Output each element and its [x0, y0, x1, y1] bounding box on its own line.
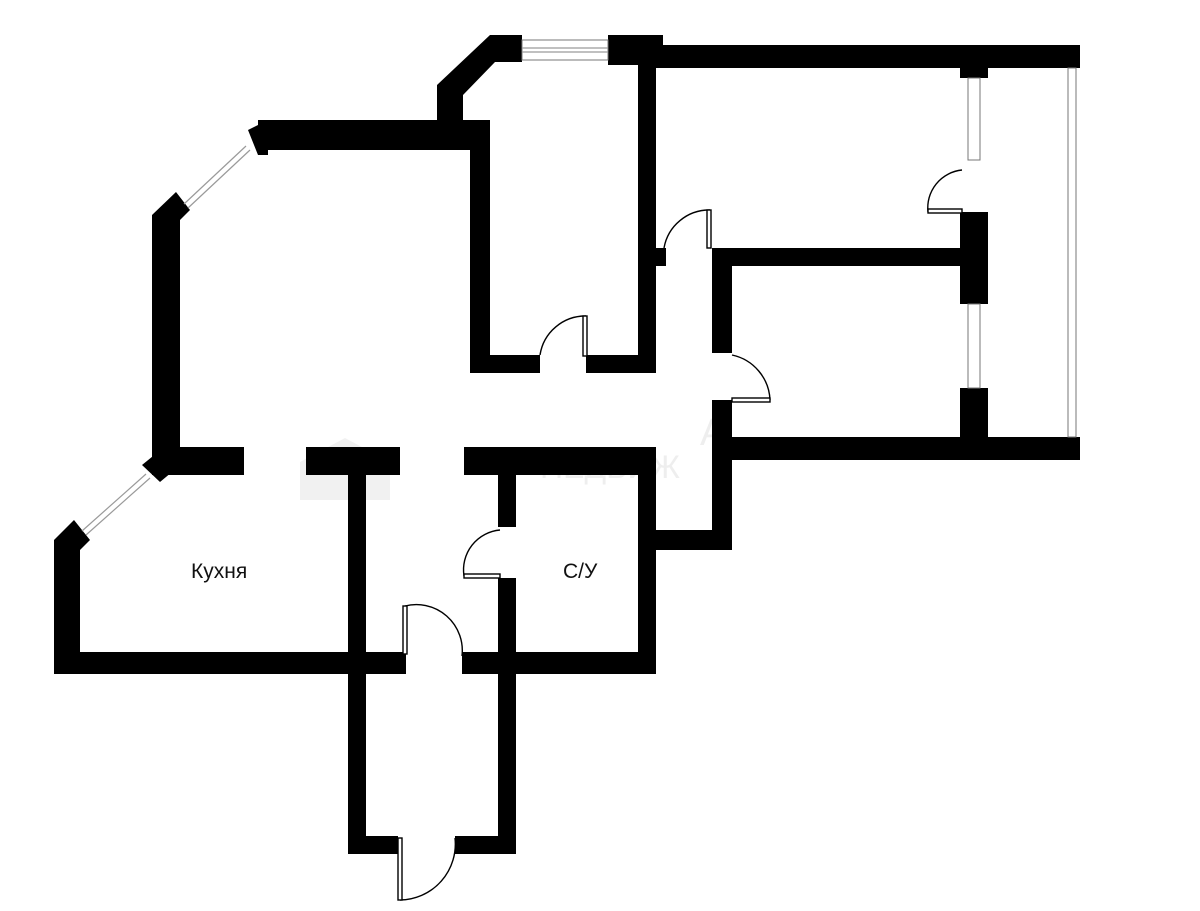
- wall-corridor-bottom-right: [455, 836, 516, 854]
- wall-closet-bottom-left: [470, 355, 540, 373]
- window-right-lower: [967, 303, 981, 389]
- wall-notch-bottom: [656, 530, 732, 550]
- wall-corner-left-upper: [152, 192, 190, 460]
- wall-partition-left-stub: [656, 248, 666, 266]
- wall-corner-kitchen: [54, 520, 90, 655]
- door-closet: [539, 315, 587, 356]
- wall-bath-left-bottom: [498, 578, 516, 658]
- wall-left-room-bottom-d: [512, 447, 656, 475]
- door-room-upper: [663, 209, 711, 249]
- wall-right-pillar-bottom: [960, 388, 988, 440]
- window-balcony: [1067, 67, 1077, 438]
- wall-vertical-hall-right-bottom: [712, 400, 732, 550]
- door-entrance: [399, 837, 457, 901]
- wall-left-room-bottom-c: [464, 447, 512, 475]
- door-bathroom: [462, 529, 501, 577]
- room-label-kitchen: Кухня: [191, 560, 247, 583]
- windows: [81, 39, 1077, 536]
- wall-closet-right: [638, 55, 656, 373]
- window-top: [521, 39, 609, 61]
- wall-corner-left-mid: [142, 452, 172, 482]
- walls: [54, 35, 1080, 854]
- wall-mid-vertical-left: [470, 120, 490, 370]
- door-corridor: [404, 603, 464, 657]
- wall-right-pillar-top: [960, 68, 988, 78]
- doors: [397, 169, 963, 901]
- wall-kitchen-right: [348, 475, 366, 652]
- window-angled-upper: [187, 149, 251, 209]
- wall-bath-right: [638, 475, 656, 665]
- room-label-bathroom: С/У: [563, 560, 598, 583]
- door-room-lower: [731, 354, 771, 401]
- wall-partition-horizontal: [712, 248, 972, 266]
- wall-corridor-bottom-left: [348, 836, 398, 854]
- wall-left-room-bottom-b: [306, 447, 400, 475]
- wall-balcony-bottom-end: [1062, 437, 1080, 460]
- wall-bath-bottom: [462, 652, 656, 674]
- wall-corridor-right: [498, 674, 516, 854]
- window-right-upper: [967, 77, 981, 161]
- wall-balcony-top-end: [1062, 45, 1080, 68]
- wall-bottom-right-long: [712, 437, 1080, 460]
- window-angled-kitchen: [85, 477, 151, 536]
- wall-upper-angled: [437, 35, 522, 122]
- wall-kitchen-bottom: [54, 652, 406, 674]
- wall-vertical-hall-right-top: [712, 248, 732, 353]
- wall-bath-left-top: [498, 475, 516, 527]
- wall-top-left: [258, 120, 490, 150]
- wall-corridor-left: [348, 674, 366, 854]
- wall-top-long: [638, 45, 1078, 68]
- door-balcony: [927, 169, 963, 213]
